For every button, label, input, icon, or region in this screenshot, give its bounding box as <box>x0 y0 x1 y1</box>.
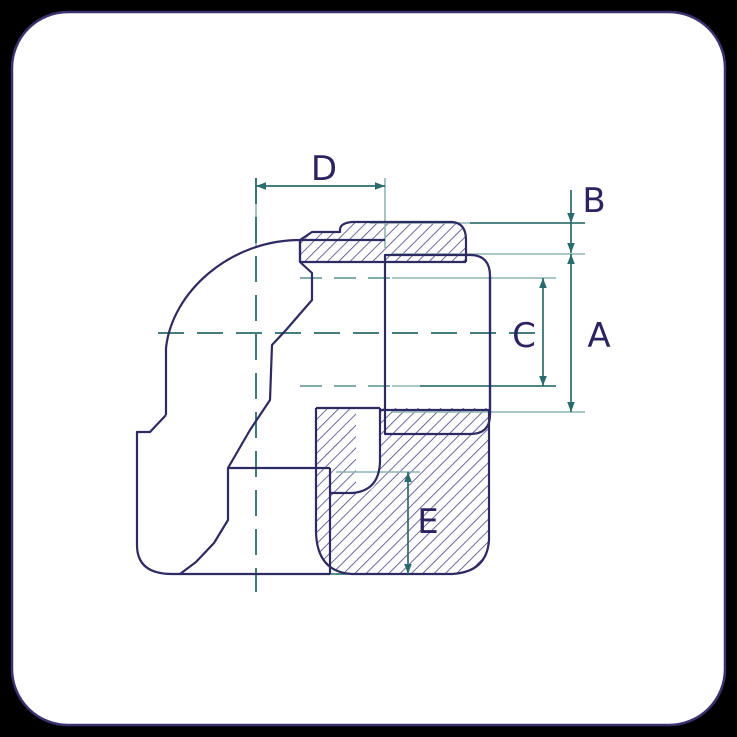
dimension-line-B <box>567 190 575 253</box>
elbow-inner-contour <box>179 240 314 575</box>
dimension-lines-group <box>256 182 575 574</box>
elbow-outer-curve <box>164 238 385 415</box>
dimension-label-B: B <box>582 181 605 221</box>
dimension-line-C <box>539 278 547 386</box>
lower-section-hatch <box>316 408 489 574</box>
lower-bore-inner-wall <box>330 408 382 495</box>
upper-boss-outline <box>298 220 468 262</box>
section-hatching-group <box>300 222 489 574</box>
dimension-label-D: D <box>311 149 337 189</box>
dimension-label-A: A <box>587 316 610 356</box>
lower-section-outline <box>314 408 491 576</box>
dimension-label-E: E <box>417 502 438 542</box>
dimension-line-A <box>567 254 575 412</box>
dimension-line-D <box>256 182 385 190</box>
dimension-line-E <box>404 472 412 574</box>
dimension-labels-group: D B C A E <box>311 149 611 542</box>
drawing-card <box>10 10 727 727</box>
centerlines-group <box>158 178 540 592</box>
upper-section-hatch <box>300 222 466 262</box>
elbow-left-skirt <box>135 414 330 576</box>
dimension-label-C: C <box>512 316 536 356</box>
elbow-outline-group <box>135 220 492 576</box>
